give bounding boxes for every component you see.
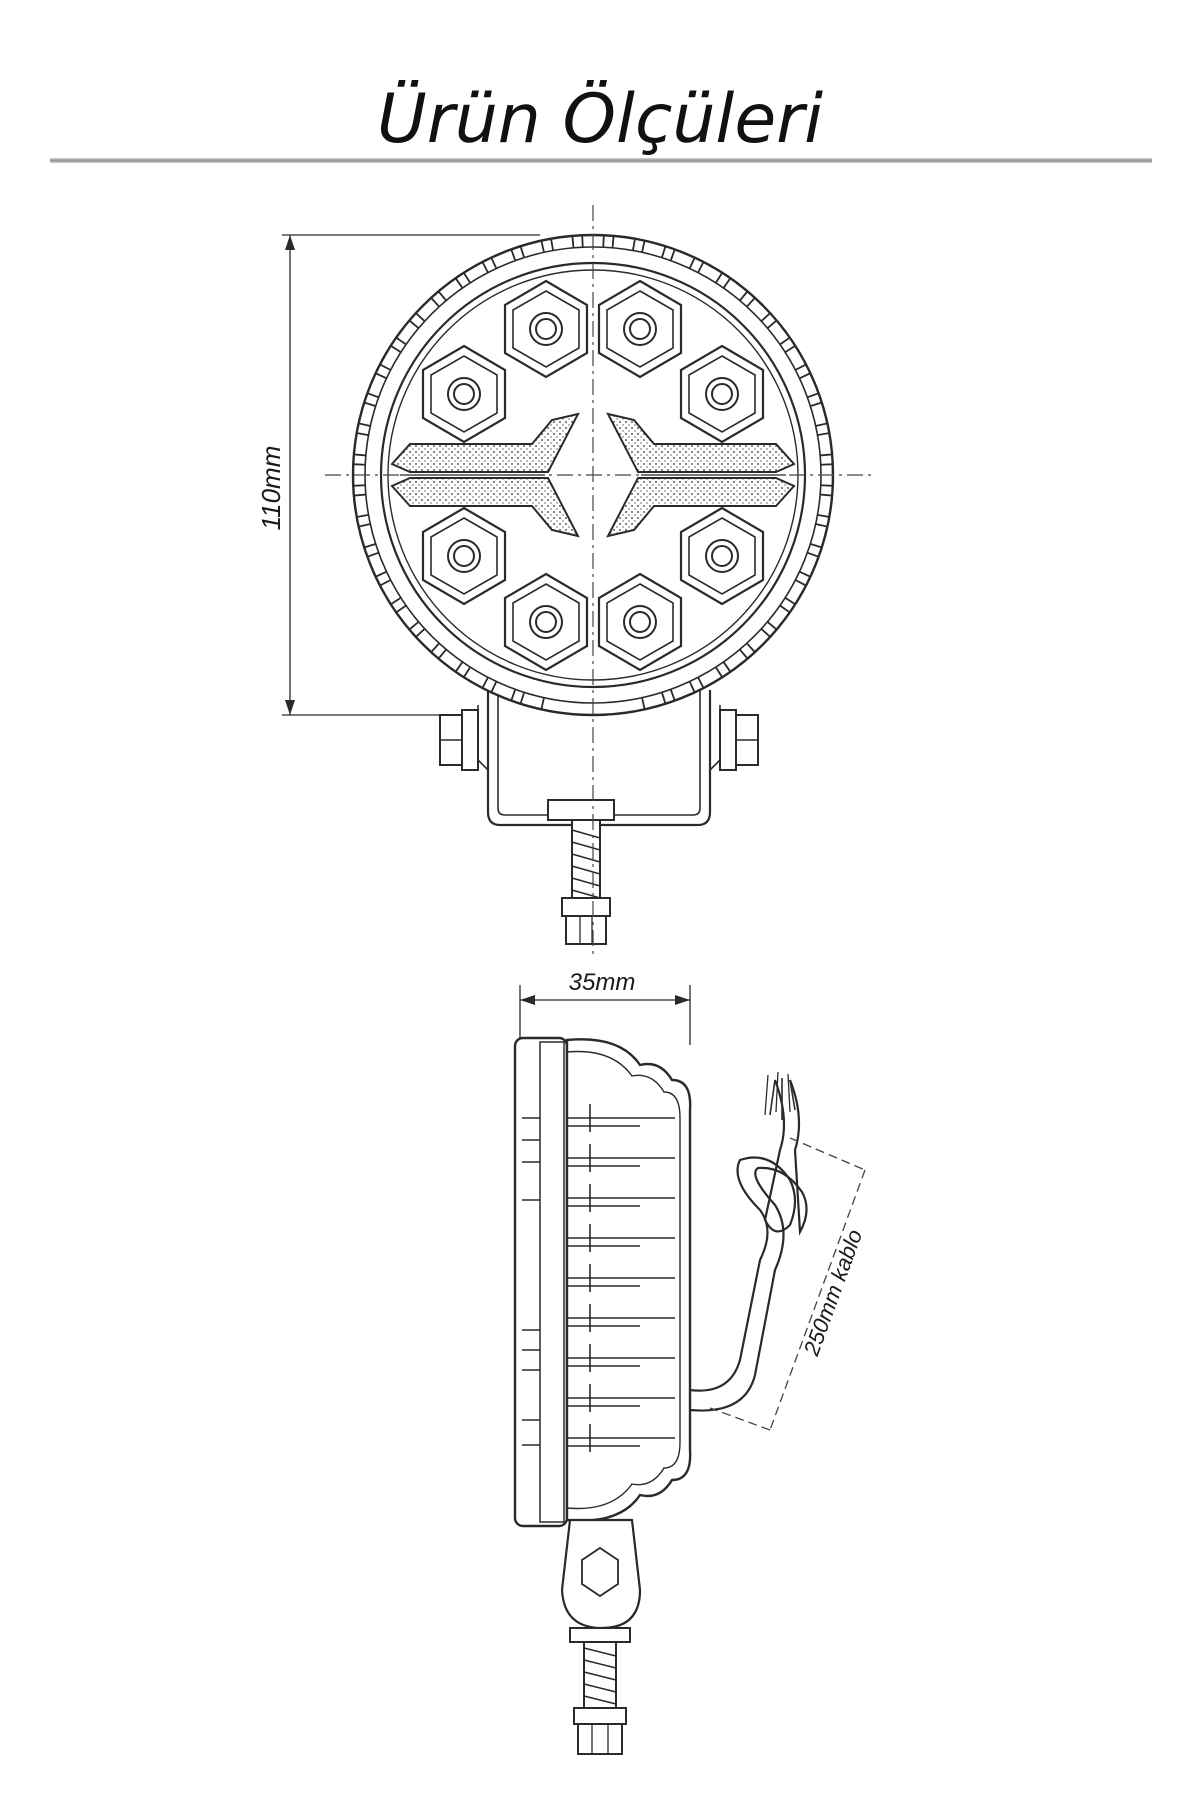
housing-rib bbox=[641, 239, 667, 258]
housing-rib bbox=[378, 344, 402, 371]
housing-rib bbox=[462, 666, 489, 690]
housing-rib bbox=[784, 344, 808, 371]
side-view bbox=[513, 985, 866, 1755]
housing-rib bbox=[414, 296, 440, 322]
housing-rib bbox=[437, 648, 464, 674]
heatsink-fin bbox=[567, 1144, 675, 1172]
drl-arrows bbox=[390, 412, 796, 538]
housing-rib bbox=[697, 666, 724, 690]
housing-rib bbox=[378, 579, 402, 606]
housing-rib bbox=[519, 692, 545, 711]
heatsink-fin bbox=[567, 1264, 675, 1292]
housing-rib bbox=[817, 493, 834, 519]
housing-rib bbox=[697, 260, 724, 284]
housing-rib bbox=[817, 431, 834, 457]
right-side-bolt bbox=[719, 709, 759, 771]
cable-length-label: 250mm kablo bbox=[798, 1226, 867, 1360]
housing-rib bbox=[394, 319, 420, 346]
housing-rib bbox=[810, 523, 829, 549]
heatsink-fin bbox=[567, 1184, 675, 1212]
rear-mount bbox=[560, 1518, 642, 1755]
heatsink-fin bbox=[567, 1304, 675, 1332]
power-cable bbox=[689, 1071, 808, 1412]
housing-rib bbox=[519, 239, 545, 258]
housing-rib bbox=[722, 648, 749, 674]
bottom-stud-bolt bbox=[547, 799, 615, 945]
housing-rib bbox=[746, 296, 772, 322]
title-divider bbox=[50, 158, 1152, 163]
housing-rib bbox=[669, 248, 696, 269]
housing-rib bbox=[394, 604, 420, 631]
housing-rib bbox=[437, 276, 464, 302]
housing-rib bbox=[722, 276, 749, 302]
housing-rib bbox=[414, 628, 440, 654]
housing-rib bbox=[641, 692, 667, 711]
housing-rib bbox=[352, 463, 366, 487]
housing-rib bbox=[366, 372, 387, 399]
height-dimension bbox=[282, 234, 540, 716]
depth-dimension bbox=[519, 985, 691, 1045]
drl-arrow-left-upper bbox=[390, 412, 580, 473]
housing-rib bbox=[366, 551, 387, 578]
housing-rib bbox=[784, 579, 808, 606]
housing-rib bbox=[810, 401, 829, 427]
drl-arrow-left-lower bbox=[390, 477, 580, 538]
cable-length-dimension bbox=[709, 1137, 866, 1431]
heatsink-fin bbox=[567, 1424, 675, 1452]
depth-dimension-label: 35mm bbox=[569, 969, 636, 996]
heatsink-fin bbox=[567, 1104, 675, 1132]
housing-rib bbox=[462, 260, 489, 284]
housing-rib bbox=[766, 319, 792, 346]
housing-rib bbox=[669, 681, 696, 702]
left-side-bolt bbox=[439, 709, 479, 771]
housing-rib bbox=[799, 551, 820, 578]
heatsink-fin bbox=[567, 1224, 675, 1252]
housing-rib bbox=[357, 523, 376, 549]
housing-rib bbox=[352, 431, 369, 457]
housing-rib bbox=[549, 234, 575, 251]
lens-edge-ribs bbox=[522, 1117, 540, 1446]
housing-rib bbox=[611, 234, 637, 251]
front-view bbox=[282, 205, 875, 955]
heatsink-fins bbox=[567, 1104, 675, 1452]
housing-rib bbox=[490, 681, 517, 702]
heatsink-body bbox=[565, 1038, 692, 1522]
housing-ribs bbox=[352, 234, 834, 711]
height-dimension-label: 110mm bbox=[256, 446, 286, 531]
housing-rib bbox=[766, 604, 792, 631]
housing-rib bbox=[357, 401, 376, 427]
housing-rib bbox=[799, 372, 820, 399]
housing-rib bbox=[746, 628, 772, 654]
side-lens-plate bbox=[513, 1036, 569, 1528]
housing-rib bbox=[352, 493, 369, 519]
drl-arrow-right-lower bbox=[606, 477, 796, 538]
heatsink-fin bbox=[567, 1384, 675, 1412]
housing-rib bbox=[490, 248, 517, 269]
drl-arrow-right-upper bbox=[606, 412, 796, 473]
page-title: Ürün Ölçüleri bbox=[376, 80, 824, 159]
heatsink-fin bbox=[567, 1344, 675, 1372]
center-lines bbox=[325, 205, 875, 955]
